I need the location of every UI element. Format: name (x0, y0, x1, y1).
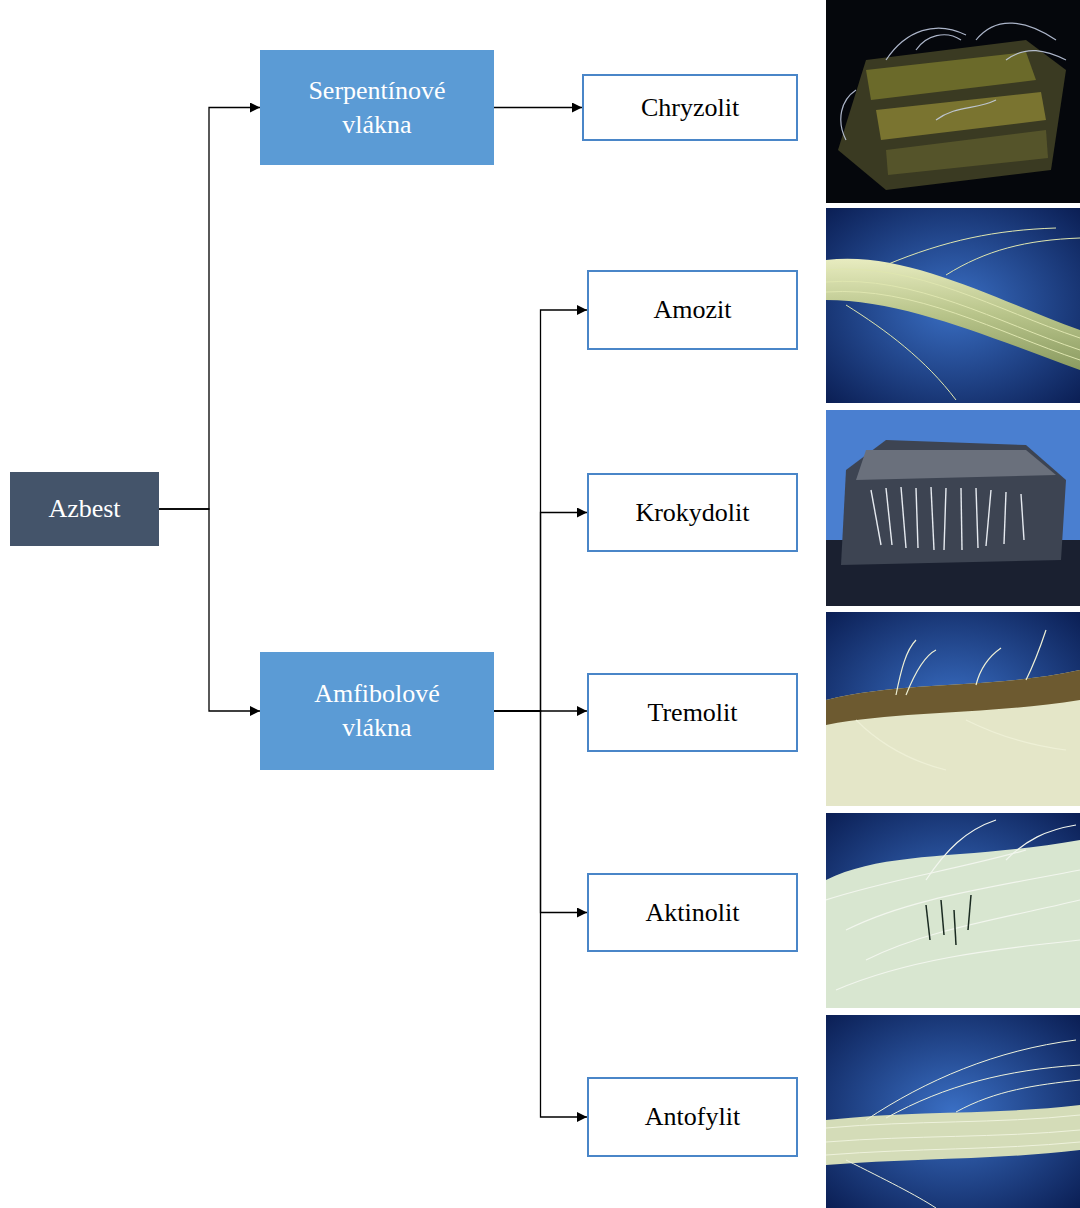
anthophyllite-photo (826, 1015, 1080, 1208)
connector-arrow (494, 513, 587, 712)
connector-arrow (494, 711, 587, 1117)
mineral-box: Krokydolit (587, 473, 798, 552)
connector-arrow (159, 509, 260, 711)
node-label: Aktinolit (646, 896, 740, 930)
connector-arrow (494, 107, 582, 108)
node-label: Amozit (654, 293, 732, 327)
node-label: Azbest (48, 492, 120, 526)
node-label: Tremolit (647, 696, 737, 730)
connector-arrow (159, 108, 260, 510)
mineral-box: Tremolit (587, 673, 798, 752)
mineral-photos (826, 0, 1080, 1208)
category-box: Serpentínové vlákna (260, 50, 494, 165)
node-label: Amfibolové vlákna (290, 677, 464, 745)
category-box: Amfibolové vlákna (260, 652, 494, 770)
amosite-photo (826, 208, 1080, 403)
node-label: Antofylit (645, 1100, 740, 1134)
actinolite-photo (826, 813, 1080, 1008)
mineral-box: Chryzolit (582, 74, 798, 141)
root-box: Azbest (10, 472, 159, 546)
tremolite-photo (826, 612, 1080, 806)
node-label: Serpentínové vlákna (290, 74, 464, 142)
node-label: Chryzolit (641, 91, 739, 125)
mineral-box: Amozit (587, 270, 798, 350)
chrysotile-photo (826, 0, 1080, 203)
mineral-box: Antofylit (587, 1077, 798, 1157)
crocidolite-photo (826, 410, 1080, 606)
connector-arrow (494, 310, 587, 711)
node-label: Krokydolit (635, 496, 749, 530)
mineral-box: Aktinolit (587, 873, 798, 952)
